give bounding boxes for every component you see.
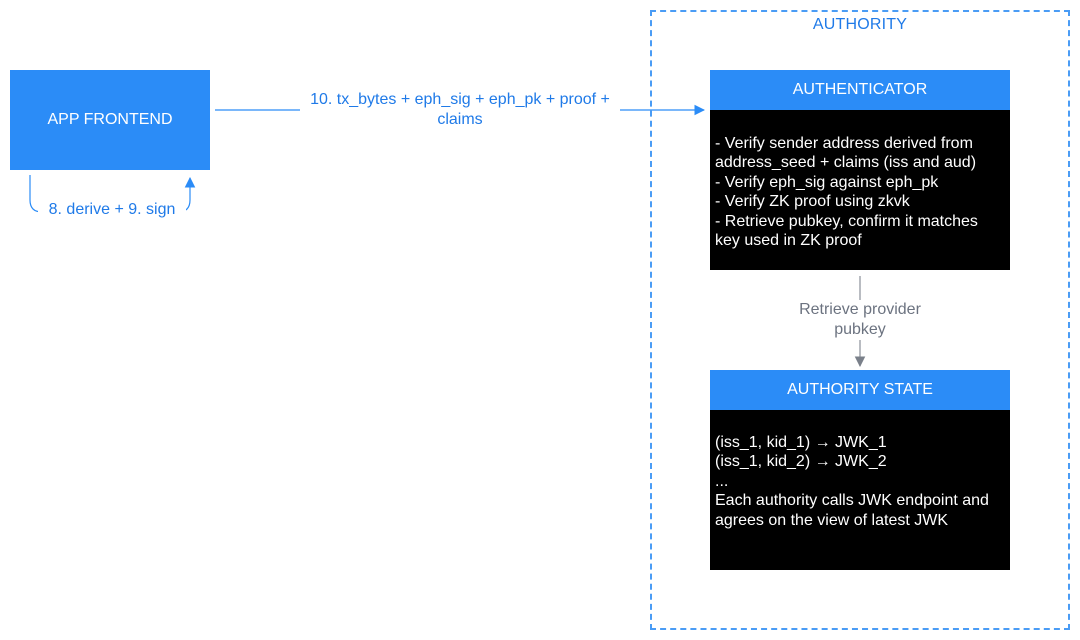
- tx-edge-label-line: 10. tx_bytes + eph_sig + eph_pk + proof …: [310, 91, 610, 108]
- tx-edge-label: 10. tx_bytes + eph_sig + eph_pk + proof …: [300, 90, 620, 130]
- authenticator-line: - Retrieve pubkey, confirm it matches: [715, 212, 978, 230]
- authority-state-body: (iss_1, kid_1) → JWK_1 (iss_1, kid_2) → …: [710, 410, 1010, 570]
- authenticator-line: - Verify eph_sig against eph_pk: [715, 173, 939, 191]
- authority-state-title: AUTHORITY STATE: [787, 381, 933, 398]
- authenticator-line: key used in ZK proof: [715, 232, 862, 250]
- app-frontend-label: APP FRONTEND: [47, 111, 173, 128]
- authority-state-line: (iss_1, kid_2) → JWK_2: [715, 453, 887, 471]
- authenticator-title: AUTHENTICATOR: [792, 81, 928, 98]
- retrieve-pubkey-label-line: Retrieve provider: [799, 301, 921, 318]
- authenticator-line: - Verify sender address derived from: [715, 135, 973, 152]
- retrieve-pubkey-label-line: pubkey: [834, 321, 886, 338]
- authority-state-header: AUTHORITY STATE: [710, 370, 1010, 410]
- authority-label: AUTHORITY: [812, 16, 908, 33]
- authenticator-header: AUTHENTICATOR: [710, 70, 1010, 110]
- derive-sign-label: 8. derive + 9. sign: [38, 200, 186, 220]
- authenticator-line: address_seed + claims (iss and aud): [715, 154, 977, 172]
- app-frontend-box: APP FRONTEND: [10, 70, 210, 170]
- authority-state-line: Each authority calls JWK endpoint and: [715, 492, 989, 510]
- authority-frame: [650, 10, 1070, 630]
- authority-state-line: agrees on the view of latest JWK: [715, 511, 948, 529]
- authority-state-line: ...: [715, 472, 729, 490]
- tx-edge-label-line: claims: [437, 111, 483, 128]
- retrieve-pubkey-label: Retrieve provider pubkey: [780, 300, 940, 340]
- authenticator-body: - Verify sender address derived from add…: [710, 110, 1010, 270]
- authority-state-line: (iss_1, kid_1) → JWK_1: [715, 434, 887, 451]
- authenticator-line: - Verify ZK proof using zkvk: [715, 193, 910, 211]
